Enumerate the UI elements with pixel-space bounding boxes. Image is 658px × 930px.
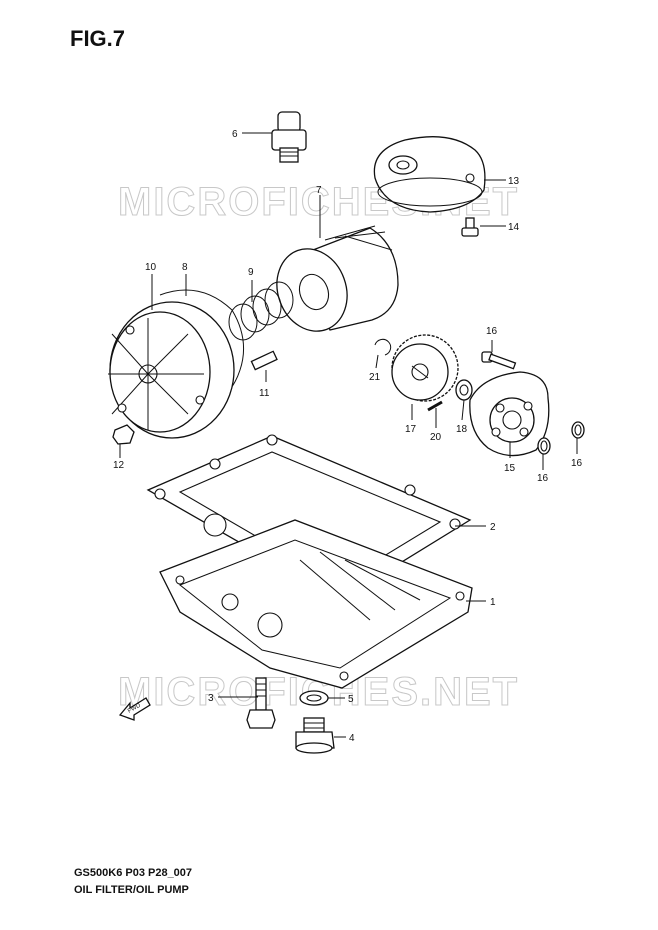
part-1-oil-pan[interactable]: [159, 519, 473, 689]
part-14-bolt[interactable]: [461, 217, 479, 237]
part-15-oil-pump[interactable]: [469, 371, 550, 457]
part-20-pin[interactable]: [427, 400, 443, 412]
callout-19: 18: [456, 424, 468, 435]
callout-3: 3: [208, 693, 214, 704]
callout-17: 16: [486, 326, 498, 337]
part-4-drain-plug[interactable]: [295, 717, 335, 754]
callout-14: 14: [508, 222, 520, 233]
callout-9: 9: [248, 267, 254, 278]
model-code: GS500K6 P03 P28_007: [74, 867, 193, 879]
part-12-cap-nut[interactable]: [112, 424, 135, 445]
part-17-bolt[interactable]: [481, 351, 517, 370]
part-21-circlip[interactable]: [374, 338, 392, 356]
callout-1: 1: [490, 597, 496, 608]
callout-5: 5: [348, 694, 354, 705]
callout-4: 4: [349, 733, 355, 744]
callout-8: 8: [182, 262, 188, 273]
part-16-o-ring-a[interactable]: [537, 437, 551, 455]
callout-21: 21: [369, 372, 381, 383]
callout-18: 17: [405, 424, 417, 435]
callout-6: 6: [232, 129, 238, 140]
callout-10: 10: [145, 262, 157, 273]
figure-title: FIG.7: [70, 26, 126, 51]
part-11-stud[interactable]: [250, 350, 278, 371]
callout-20: 20: [430, 432, 442, 443]
part-3-bolt[interactable]: [246, 677, 276, 729]
leader-lines: [119, 132, 578, 738]
callout-13: 13: [508, 176, 520, 187]
part-7-oil-filter[interactable]: [266, 225, 399, 341]
part-10-filter-cover[interactable]: [108, 301, 235, 439]
figure-caption: OIL FILTER/OIL PUMP: [74, 884, 189, 896]
callout-7: 7: [316, 185, 322, 196]
callout-15: 15: [504, 463, 516, 474]
callout-labels: 6 13 14 7 8 10 9 11 12 16 21 17 20 18 15…: [113, 129, 583, 744]
part-18-oil-pump-gear[interactable]: [391, 334, 459, 402]
part-13-filter-cap[interactable]: [373, 136, 486, 213]
callout-11: 11: [259, 388, 270, 399]
part-19-washer[interactable]: [455, 379, 473, 401]
part-6-plug[interactable]: [271, 111, 307, 163]
callout-12: 12: [113, 460, 125, 471]
part-16-o-ring-b[interactable]: [571, 421, 585, 439]
callout-16a: 16: [537, 473, 549, 484]
callout-2: 2: [490, 522, 496, 533]
callout-16b: 16: [571, 458, 583, 469]
part-5-washer[interactable]: [299, 690, 329, 706]
